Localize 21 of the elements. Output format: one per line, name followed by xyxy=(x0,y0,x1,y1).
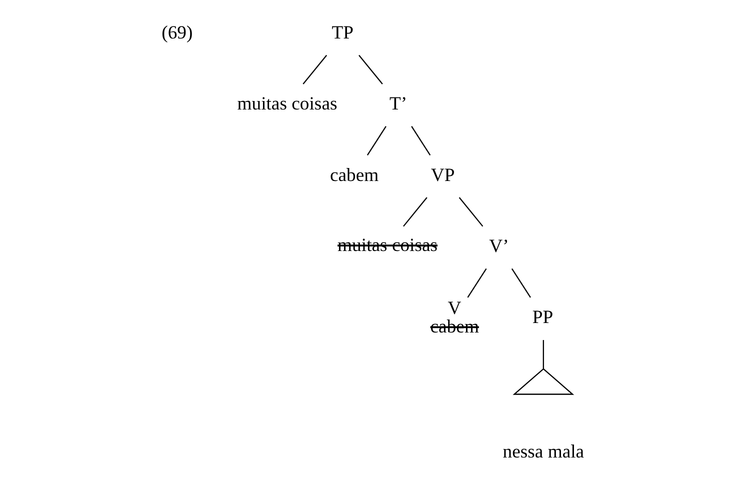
connector xyxy=(366,126,386,156)
node-text: PP xyxy=(532,307,554,328)
node-text: muitas coisas xyxy=(237,94,338,115)
connector xyxy=(467,268,487,298)
node-label: nessa mala xyxy=(502,441,584,462)
node-text: V’ xyxy=(489,236,509,258)
node-triangle xyxy=(512,368,574,395)
connector xyxy=(542,340,544,369)
connector xyxy=(358,54,383,84)
connector xyxy=(302,54,328,84)
connector xyxy=(403,197,428,227)
node-text: muitas coisas xyxy=(338,234,438,256)
label: (69) xyxy=(162,22,193,44)
node-text: cabem xyxy=(330,164,379,186)
node-text: TP xyxy=(332,22,354,44)
node-text: VP xyxy=(430,164,455,186)
connector xyxy=(511,268,531,298)
node-text: V cabem xyxy=(430,298,479,338)
connector xyxy=(458,197,484,227)
node-text: T’ xyxy=(389,94,408,115)
connector xyxy=(411,126,431,156)
